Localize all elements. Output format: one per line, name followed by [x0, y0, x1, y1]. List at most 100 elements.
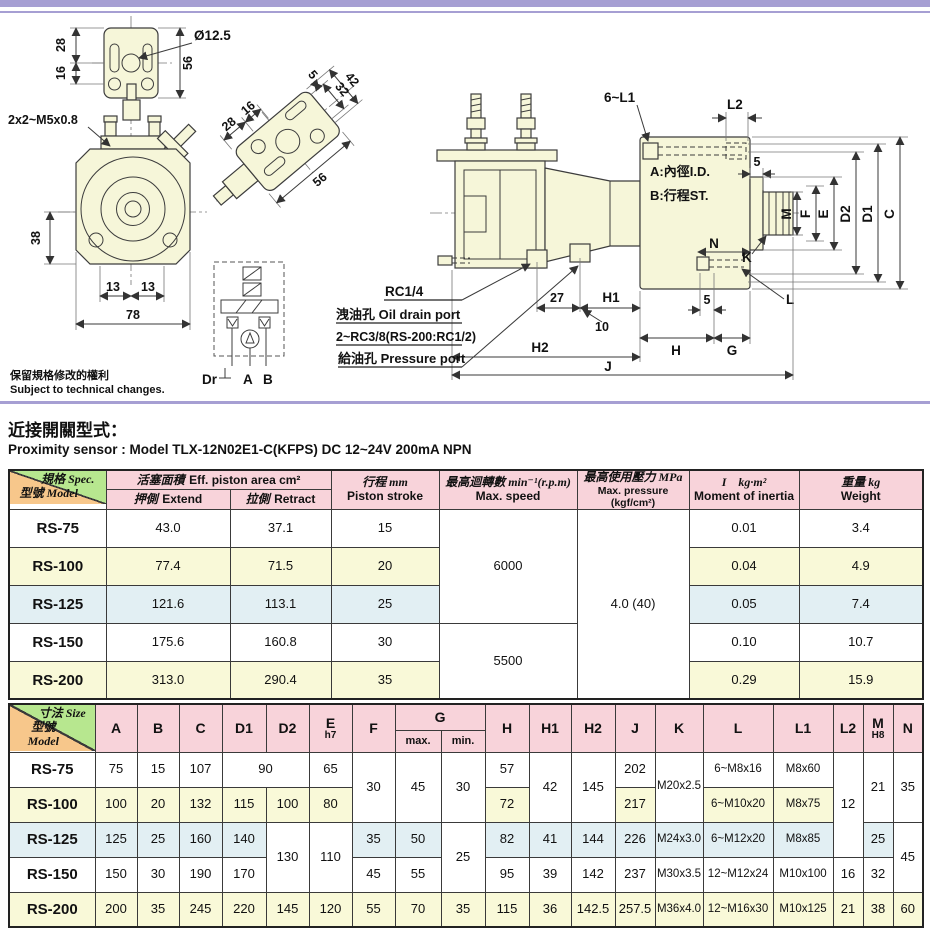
dim-38: 38 — [29, 231, 43, 245]
dim-5-bottom: 5 — [704, 293, 711, 307]
model-cell: RS-150 — [8, 856, 96, 893]
angled-plate-view: 28 16 5 32 42 56 — [212, 65, 363, 208]
dim-header-n: N — [892, 703, 924, 753]
dim-5-top: 5 — [754, 155, 761, 169]
dim-c: C — [882, 209, 897, 219]
dim-cell: 95 — [484, 856, 530, 893]
dim-13-b: 13 — [141, 280, 155, 294]
bolts-6-l1-callout: 6~L1 — [604, 90, 636, 105]
dim-cell: 220 — [221, 891, 267, 928]
dim-cell: 21 — [862, 751, 894, 823]
dim-cell: 12~M12x24 — [702, 856, 774, 893]
dim-10: 10 — [595, 320, 609, 334]
dim-cell: 57 — [484, 751, 530, 788]
spec-header-row-1: 規格 Spec. 型號 Model 活塞面積 Eff. piston area … — [8, 469, 924, 510]
dim-cell: 16 — [832, 856, 864, 893]
spec-cell: 37.1 — [229, 508, 332, 548]
body-front-view: 2x2~M5x0.8 38 13 13 78 — [8, 83, 207, 330]
dim-corner-top: 寸法 Size — [38, 706, 86, 720]
dim-cell: 120 — [308, 891, 353, 928]
spec-cell: 313.0 — [105, 660, 231, 700]
dim-cell: 145 — [570, 751, 616, 823]
dim-cell: 45 — [394, 751, 442, 823]
dim-cell: 190 — [178, 856, 223, 893]
note-zh: 保留規格修改的權利 — [9, 368, 109, 382]
dim-cell: 50 — [394, 821, 442, 858]
dim-cell: 32 — [862, 856, 894, 893]
spec-cell: 15.9 — [798, 660, 924, 700]
dim-78: 78 — [126, 308, 140, 322]
spec-cell: 7.4 — [798, 584, 924, 624]
dim-cell: 115 — [484, 891, 530, 928]
dim-cell: M8x85 — [772, 821, 834, 858]
spec-cell: 25 — [330, 584, 440, 624]
dim-header-l: L — [702, 703, 774, 753]
dim-cell: 140 — [221, 821, 267, 858]
dim-28: 28 — [54, 38, 68, 52]
dim-header-d1: D1 — [221, 703, 267, 753]
dim-j: J — [604, 359, 612, 374]
dim-header-f: F — [351, 703, 396, 753]
dim-corner-bottom: 型號 Model — [27, 719, 59, 748]
dim-cell: 6~M10x20 — [702, 786, 774, 823]
dim-cell: 60 — [892, 891, 924, 928]
technical-drawing: 28 16 56 Ø12.5 2x2~M5x0.8 — [8, 16, 908, 396]
dim-g: G — [727, 343, 738, 358]
spec-cell: 10.7 — [798, 622, 924, 662]
dim-header-l2: L2 — [832, 703, 864, 753]
dim-cell: 125 — [94, 821, 138, 858]
dim-cell: 107 — [178, 751, 223, 788]
model-cell: RS-100 — [8, 786, 96, 823]
dim-16-angled: 16 — [238, 98, 258, 118]
dim-cell: 25 — [136, 821, 180, 858]
dim-cell: 6~M8x16 — [702, 751, 774, 788]
dim-cell: M36x4.0 — [654, 891, 704, 928]
model-cell: RS-125 — [8, 821, 96, 858]
dim-cell: 257.5 — [614, 891, 656, 928]
dim-cell: M8x75 — [772, 786, 834, 823]
top-rule-thick — [0, 0, 930, 7]
dim-cell: 90 — [221, 751, 310, 788]
dim-27: 27 — [550, 291, 564, 305]
dim-cell: 35 — [440, 891, 486, 928]
thread-callout: 2x2~M5x0.8 — [8, 113, 78, 127]
model-cell: RS-200 — [8, 891, 96, 928]
dim-cell: 170 — [221, 856, 267, 893]
dim-h: H — [671, 343, 681, 358]
oil-drain-port-label: 洩油孔 Oil drain port — [336, 307, 461, 322]
dim-cell: 142 — [570, 856, 616, 893]
dim-corner-cell: 寸法 Size 型號 Model — [8, 703, 96, 753]
dim-f: F — [798, 210, 813, 218]
spec-header-speed: 最高迴轉數 min⁻¹(r.p.m) Max. speed — [438, 469, 578, 510]
dim-cell: 142.5 — [570, 891, 616, 928]
dim-header-e: E h7 — [308, 703, 353, 753]
proximity-sensor-line: Proximity sensor : Model TLX-12N02E1-C(K… — [8, 442, 472, 457]
dim-l2: L2 — [727, 97, 743, 112]
spec-cell: 175.6 — [105, 622, 231, 662]
dim-cell: M10x100 — [772, 856, 834, 893]
dim-m: M — [779, 208, 794, 219]
body-side-view: A:內徑I.D. B:行程ST. 6~L1 L2 5 M F — [336, 90, 908, 380]
spec-cell: 30 — [330, 622, 440, 662]
dim-cell: 150 — [94, 856, 138, 893]
model-cell: RS-75 — [8, 508, 107, 548]
spec-cell: 113.1 — [229, 584, 332, 624]
dim-cell: 202 — [614, 751, 656, 788]
dim-cell: 6~M12x20 — [702, 821, 774, 858]
dim-cell: M30x3.5 — [654, 856, 704, 893]
dim-cell: 30 — [440, 751, 486, 823]
dim-header-g-max: max. — [394, 729, 442, 753]
dim-cell: 245 — [178, 891, 223, 928]
dim-cell: 145 — [265, 891, 310, 928]
dim-cell: 15 — [136, 751, 180, 788]
spec-cell: 3.4 — [798, 508, 924, 548]
dim-cell: 80 — [308, 786, 353, 823]
dim-header-row-1: 寸法 Size 型號 Model A B C D1 D2 E h7 F G H … — [8, 703, 924, 753]
spec-cell: 0.10 — [688, 622, 800, 662]
model-cell: RS-100 — [8, 546, 107, 586]
dim-cell: M8x60 — [772, 751, 834, 788]
spec-cell: 0.01 — [688, 508, 800, 548]
dim-cell: 226 — [614, 821, 656, 858]
dim-h1: H1 — [602, 290, 620, 305]
dim-header-c: C — [178, 703, 223, 753]
